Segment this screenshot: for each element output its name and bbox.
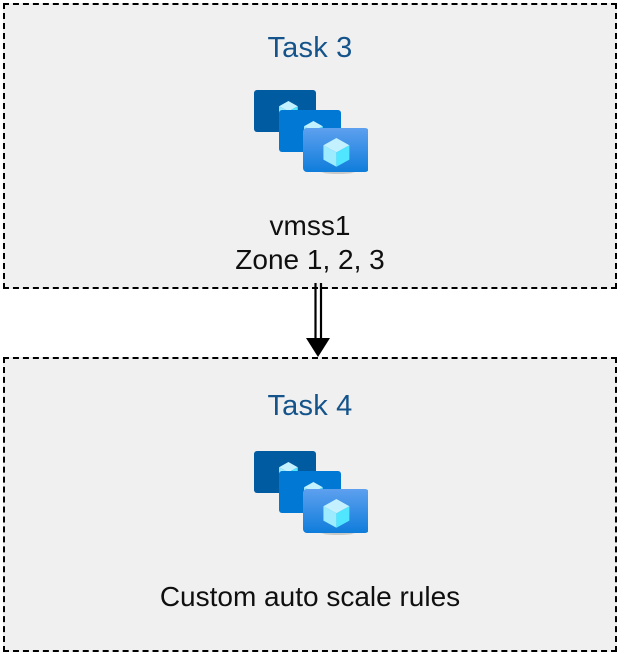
task-title-task4: Task 4 xyxy=(267,390,353,422)
task-box-task3[interactable]: Task 3 xyxy=(3,3,617,289)
virtual-machine-scale-set-icon xyxy=(252,82,369,187)
virtual-machine-scale-set-icon xyxy=(252,443,369,548)
node-label-task3: vmss1 Zone 1, 2, 3 xyxy=(235,210,385,276)
task-box-task4[interactable]: Task 4 xyxy=(3,357,617,652)
connector-arrow-task3-to-task4 xyxy=(296,283,340,359)
node-label-task4: Custom auto scale rules xyxy=(159,581,461,612)
task-title-task3: Task 3 xyxy=(267,32,353,64)
